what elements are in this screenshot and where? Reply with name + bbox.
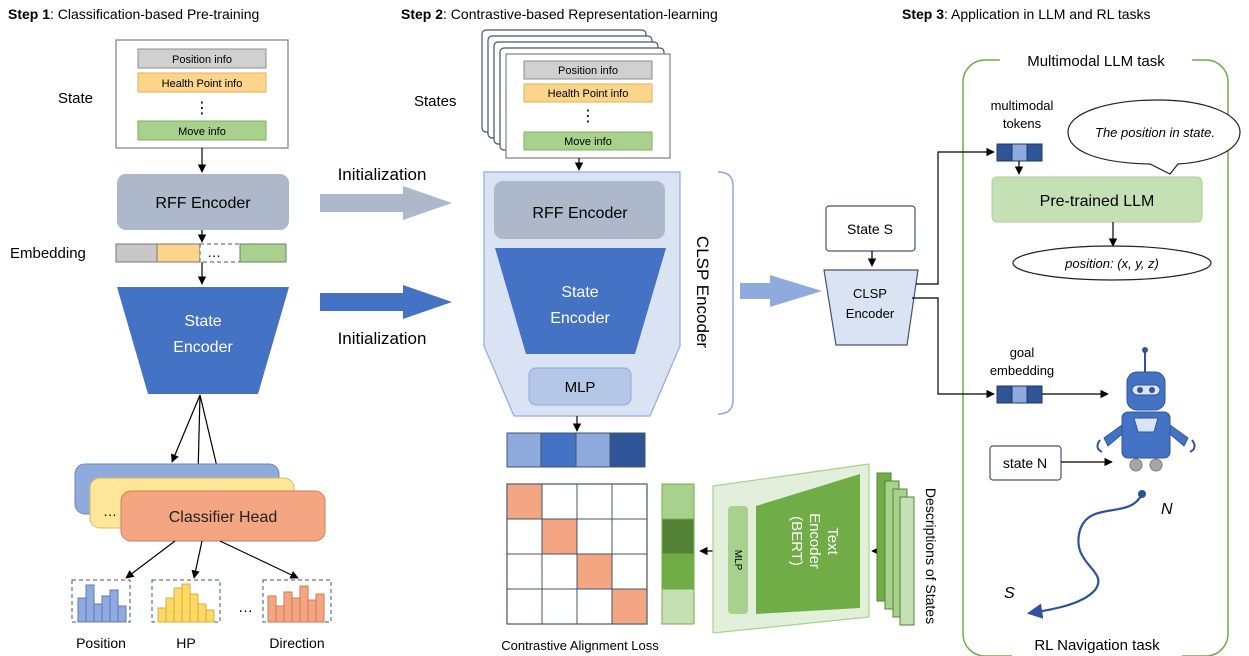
- histogram-dots: …: [238, 599, 253, 616]
- multimodal-tokens-line2: tokens: [1003, 116, 1042, 131]
- text-encoder-shape: [756, 474, 860, 614]
- histogram-direction: [262, 579, 332, 623]
- embedding-dots: …: [207, 244, 221, 260]
- hist-label-hp: HP: [176, 635, 195, 651]
- step3-clsp-line2: Encoder: [846, 306, 895, 321]
- clsp-application-arrow: [740, 275, 822, 307]
- histogram-position: [71, 579, 131, 623]
- clsp-encoder-vertical-label: CLSP Encoder: [693, 236, 712, 348]
- text-mlp-box: [728, 506, 748, 614]
- state-row-move: Move info: [178, 126, 226, 138]
- step2-title: Step 2: Contrastive-based Representation…: [401, 6, 718, 22]
- text-mlp-label: MLP: [732, 550, 743, 571]
- prompt-text: The position in state.: [1095, 125, 1215, 140]
- output-bubble: [1012, 245, 1212, 281]
- step3-title: Step 3: Application in LLM and RL tasks: [902, 6, 1151, 22]
- state-n-label: state N: [1003, 455, 1047, 471]
- states-row-position: Position info: [558, 65, 618, 77]
- contrastive-loss-label: Contrastive Alignment Loss: [501, 638, 659, 653]
- multimodal-task-title: Multimodal LLM task: [1027, 53, 1165, 70]
- classifier-head-label: Classifier Head: [169, 509, 277, 526]
- step2-mlp-box: [528, 367, 632, 406]
- clsp-to-llm-arrow: [916, 147, 995, 285]
- descriptions-label: Descriptions of States: [923, 488, 939, 624]
- similarity-matrix: [506, 483, 648, 625]
- step3-clsp-line1: CLSP: [853, 286, 887, 301]
- state-card: Position info Health Point info ⋮ Move i…: [115, 39, 289, 149]
- clsp-to-goal-arrow: [912, 297, 995, 399]
- path-start-label: N: [1161, 501, 1173, 518]
- classifier-dots: …: [103, 503, 117, 519]
- step2-state-encoder-line1: State: [561, 284, 598, 301]
- text-encoder-line1: Text: [824, 527, 841, 555]
- histogram-hp: [151, 579, 221, 623]
- step2-section: Step 2: Contrastive-based Representation…: [320, 6, 939, 653]
- states-row-hp: Health Point info: [548, 88, 629, 100]
- hist-label-position: Position: [76, 635, 126, 651]
- embedding-vector: …: [115, 243, 287, 263]
- state-n-box: [989, 445, 1062, 481]
- state-s-box: [825, 205, 916, 252]
- classifier-stack: … Classifier Head: [74, 463, 326, 542]
- step2-rff-encoder-box: [494, 181, 665, 239]
- states-row-move: Move info: [564, 136, 612, 148]
- multimodal-token-vector: [996, 143, 1043, 162]
- rl-title-bg: [1012, 648, 1182, 656]
- states-stack: Position info Health Point info ⋮ Move i…: [481, 29, 671, 159]
- output-text: position: (x, y, z): [1064, 256, 1159, 271]
- step2-state-encoder-shape: [495, 248, 666, 354]
- state-encoder-label-line1: State: [184, 313, 221, 330]
- state-row-hp: Health Point info: [162, 78, 243, 90]
- states-row-dots: ⋮: [580, 108, 596, 125]
- state-encoder-shape: [117, 287, 289, 394]
- multimodal-title-bg: [1000, 48, 1192, 72]
- initialization-bottom-label: Initialization: [338, 329, 427, 348]
- navigation-path: [1026, 493, 1143, 619]
- llm-label: Pre-trained LLM: [1040, 193, 1155, 210]
- goal-embedding-vector: [996, 385, 1043, 404]
- step2-mlp-label: MLP: [565, 379, 596, 396]
- rl-task-title: RL Navigation task: [1034, 637, 1160, 654]
- embedding-label: Embedding: [10, 245, 86, 262]
- state-s-label: State S: [847, 221, 893, 237]
- step3-clsp-encoder-shape: [823, 269, 919, 346]
- rff-encoder-label: RFF Encoder: [155, 195, 251, 212]
- step2-rff-encoder-label: RFF Encoder: [532, 205, 628, 222]
- text-encoder-line2: Encoder: [806, 513, 823, 569]
- step1-section: Step 1: Classification-based Pre-trainin…: [8, 6, 332, 651]
- states-label: States: [414, 93, 457, 110]
- text-embedding-vector: [661, 483, 695, 625]
- step1-title: Step 1: Classification-based Pre-trainin…: [8, 6, 259, 22]
- state-embedding-vector: [506, 432, 646, 468]
- goal-embedding-line1: goal: [1010, 345, 1035, 360]
- prompt-bubble: [1067, 99, 1241, 175]
- descriptions-stack: [876, 472, 915, 626]
- initialization-arrow-bottom: [320, 285, 452, 319]
- clsp-bracket: [717, 171, 734, 415]
- initialization-top-label: Initialization: [338, 165, 427, 184]
- hist-label-direction: Direction: [269, 635, 324, 651]
- rff-encoder-box: [117, 174, 289, 230]
- state-encoder-label-line2: Encoder: [173, 339, 233, 356]
- step2-state-encoder-line2: Encoder: [550, 310, 610, 327]
- initialization-arrow-top: [320, 186, 452, 220]
- text-encoder-line3: (BERT): [788, 516, 805, 566]
- step3-section: Step 3: Application in LLM and RL tasks …: [740, 6, 1241, 656]
- goal-embedding-line2: embedding: [990, 363, 1054, 378]
- robot-icon: [1096, 347, 1196, 472]
- multimodal-tokens-line1: multimodal: [991, 98, 1054, 113]
- llm-box: [991, 176, 1203, 223]
- state-row-position: Position info: [172, 54, 232, 66]
- path-end-label: S: [1004, 585, 1015, 602]
- state-label: State: [58, 90, 93, 107]
- state-row-dots: ⋮: [194, 100, 210, 117]
